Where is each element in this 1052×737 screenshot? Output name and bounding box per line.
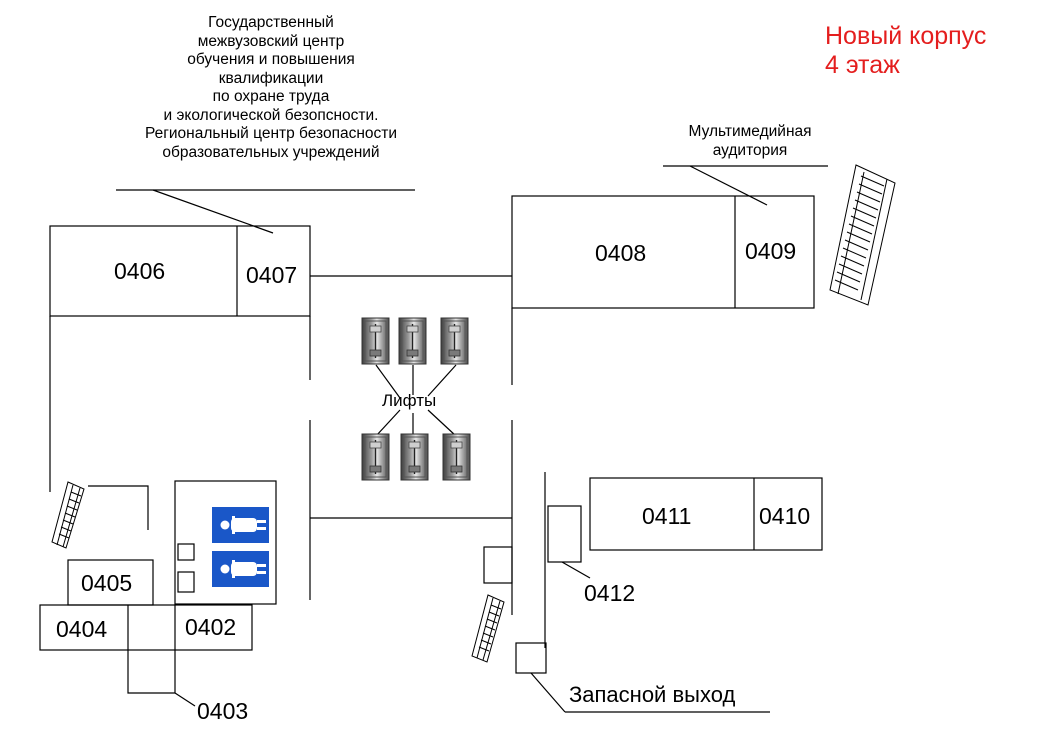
room-0411-outline	[589, 477, 823, 551]
center-description: Государственный межвузовский центр обуче…	[96, 14, 446, 162]
center-line: по охране труда	[212, 88, 330, 105]
room-0407-label: 0407	[246, 262, 298, 288]
building-title: Новый корпус 4 этаж	[825, 22, 986, 80]
room-0411-label: 0411	[642, 503, 692, 529]
room-0412-outline	[547, 505, 582, 563]
room-0404-label: 0404	[56, 616, 108, 642]
exit-door-outline	[515, 642, 547, 674]
stairs-icon	[51, 164, 896, 663]
room-0404-0402-outline	[39, 604, 253, 651]
room-0402-label: 0402	[185, 614, 237, 640]
floor-number: 4 этаж	[825, 51, 900, 79]
emergency-exit-label: Запасной выход	[569, 682, 736, 707]
room-0408-label: 0408	[595, 240, 647, 266]
lifts-label: Лифты	[382, 391, 437, 410]
media-auditorium-note: Мультимедийная аудитория	[655, 123, 845, 160]
center-line: образовательных учреждений	[162, 143, 380, 161]
center-line: и экологической безопсности.	[163, 106, 379, 124]
toilet-icon	[212, 507, 269, 587]
center-line: квалификации	[218, 69, 324, 87]
center-line: Государственный	[208, 14, 334, 31]
room-0406-outline	[49, 225, 311, 317]
media-line: Мультимедийная	[688, 123, 812, 140]
center-line: межвузовский центр	[197, 32, 345, 50]
center-line: Региональный центр безопасности	[144, 125, 398, 142]
room-0403-label: 0403	[197, 698, 249, 724]
building-name: Новый корпус	[825, 22, 987, 50]
room-0406-label: 0406	[114, 258, 166, 284]
room-0405-label: 0405	[81, 570, 133, 596]
room-0410-label: 0410	[759, 503, 811, 529]
room-0412-label: 0412	[584, 580, 636, 606]
room-0408-outline	[511, 195, 815, 309]
media-line: аудитория	[712, 141, 788, 159]
center-line: обучения и повышения	[187, 51, 355, 68]
room-0409-label: 0409	[745, 238, 797, 264]
